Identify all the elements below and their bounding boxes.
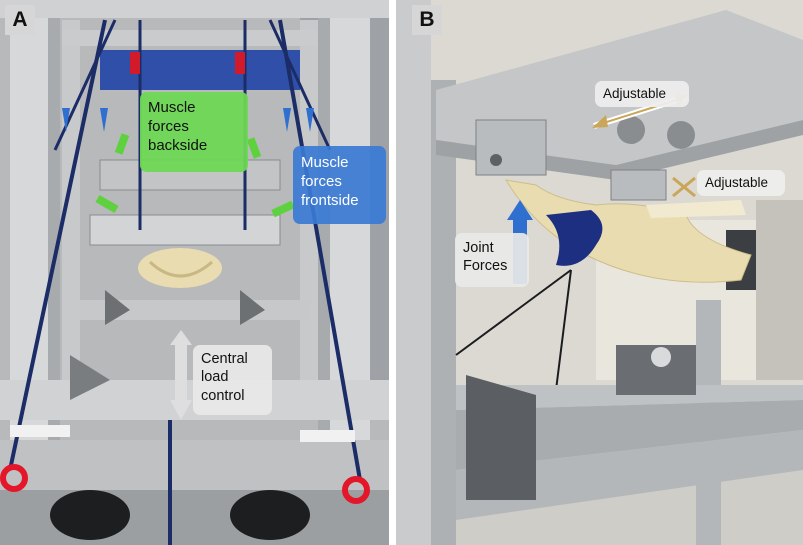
label-line: forces [301, 173, 342, 191]
label-line: Central [201, 351, 248, 367]
panel-b-letter: B [412, 5, 442, 35]
central-load-control-label: Central load control [193, 345, 272, 415]
label-line: frontside [301, 192, 359, 210]
label-line: forces [148, 118, 189, 136]
label-line: control [201, 387, 245, 404]
panel-a-letter: A [5, 5, 35, 35]
panel-a-photo: A Muscle forces backside Muscle forces f… [0, 0, 389, 545]
label-line: Forces [463, 258, 508, 275]
label-line: Joint [463, 240, 494, 256]
label-line: Muscle [148, 99, 196, 116]
adjustable-label-top: Adjustable [595, 81, 689, 107]
label-line: Muscle [301, 154, 349, 171]
joint-forces-label: Joint Forces [455, 233, 529, 287]
test-rig-front-view [0, 0, 389, 545]
muscle-forces-backside-label: Muscle forces backside [140, 92, 248, 172]
adjustable-label-right: Adjustable [697, 170, 785, 196]
panel-b-photo: B Adjustable Adjustable Joint Forces [396, 0, 803, 545]
label-line: load [201, 369, 229, 386]
muscle-forces-frontside-label: Muscle forces frontside [293, 146, 386, 224]
label-line: backside [148, 137, 208, 155]
